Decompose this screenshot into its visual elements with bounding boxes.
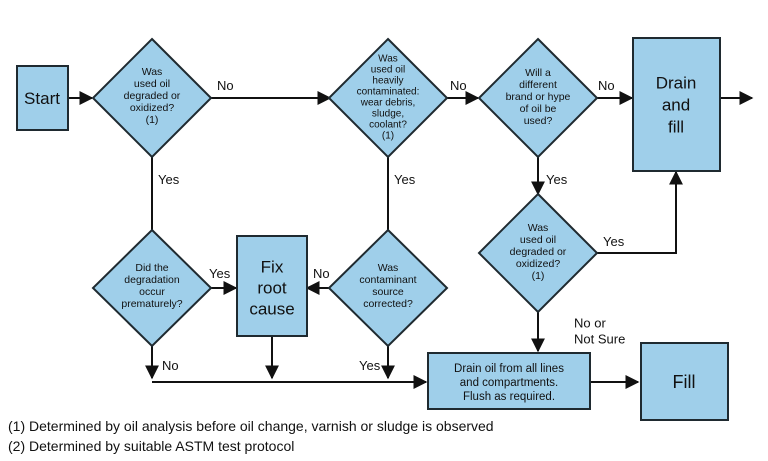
- q1-line: Was: [142, 66, 163, 78]
- edge-label-q3-no: No: [598, 78, 615, 93]
- fix-root-cause-label: Fix root cause: [249, 257, 294, 318]
- q2-line: Was: [378, 53, 398, 64]
- q1-line: oxidized?: [130, 102, 175, 114]
- q5-line: source: [372, 286, 404, 298]
- q4-line: Did the: [135, 262, 168, 274]
- q2-line: sludge,: [372, 108, 404, 119]
- q4-line: prematurely?: [121, 298, 182, 310]
- edge-q6-drain-fill: [596, 170, 683, 254]
- edge-label-q4-yes: Yes: [209, 266, 231, 281]
- edge-label-q2-yes: Yes: [394, 172, 416, 187]
- q5-line: Was: [378, 262, 399, 274]
- edge-label-q1-no: No: [217, 78, 234, 93]
- q6no-line: No or: [574, 316, 606, 331]
- q6-line: Was: [528, 222, 549, 234]
- footnote-2: (2) Determined by suitable ASTM test pro…: [8, 438, 295, 454]
- edge-label-q3-yes: Yes: [546, 172, 568, 187]
- fill-label: Fill: [673, 372, 696, 392]
- df-line: Drain: [656, 74, 697, 93]
- q1-line: (1): [146, 114, 159, 126]
- edge-label-q1-yes: Yes: [158, 172, 180, 187]
- fill-box: Fill: [640, 342, 729, 421]
- edge-label-q4-no: No: [162, 358, 179, 373]
- q5-line: corrected?: [363, 298, 413, 310]
- q6-line: degraded or: [510, 246, 567, 258]
- fix-root-cause-box: Fix root cause: [236, 235, 308, 337]
- q1-line: degraded or: [124, 90, 181, 102]
- drain-lines-label: Drain oil from all lines and compartments…: [454, 363, 564, 403]
- footnote-1: (1) Determined by oil analysis before oi…: [8, 418, 494, 434]
- edge-label-q5-no: No: [313, 266, 330, 281]
- q6-line: (1): [532, 270, 545, 282]
- edge-label-q5-yes: Yes: [359, 358, 381, 373]
- start-label: Start: [24, 89, 60, 108]
- q6-line: used oil: [520, 234, 556, 246]
- fix-line: Fix: [261, 257, 284, 276]
- dl-line: Drain oil from all lines: [454, 363, 564, 375]
- fix-line: cause: [249, 299, 294, 318]
- q2-line: heavily: [372, 75, 403, 86]
- q5-line: contaminant: [359, 274, 416, 286]
- q3-line: of oil be: [520, 103, 557, 115]
- edge-label-q2-no: No: [450, 78, 467, 93]
- drain-lines-box: Drain oil from all lines and compartments…: [427, 352, 591, 410]
- q6no-line: Not Sure: [574, 332, 625, 347]
- q2-line: (1): [382, 130, 394, 141]
- dl-line: and compartments.: [460, 377, 558, 389]
- start-node: Start: [16, 65, 69, 131]
- q3-line: Will a: [525, 67, 551, 79]
- fix-line: root: [257, 278, 287, 297]
- df-line: and: [662, 96, 690, 115]
- df-line: fill: [668, 118, 684, 137]
- drain-and-fill-box: Drain and fill: [632, 37, 721, 172]
- q2-line: used oil: [371, 64, 405, 75]
- q2-line: coolant?: [369, 119, 407, 130]
- dl-line: Flush as required.: [463, 391, 555, 403]
- q4-line: degradation: [124, 274, 180, 286]
- drain-and-fill-label: Drain and fill: [656, 74, 697, 137]
- edge-label-q6-yes: Yes: [603, 234, 625, 249]
- connectors: [68, 91, 754, 389]
- q1-line: used oil: [134, 78, 170, 90]
- q2-line: contaminated:: [357, 86, 420, 97]
- q3-line: different: [519, 79, 557, 91]
- q3-line: brand or hype: [506, 91, 571, 103]
- q3-line: used?: [524, 115, 553, 127]
- q2-line: wear debris,: [360, 97, 415, 108]
- q4-line: occur: [139, 286, 165, 298]
- q6-line: oxidized?: [516, 258, 561, 270]
